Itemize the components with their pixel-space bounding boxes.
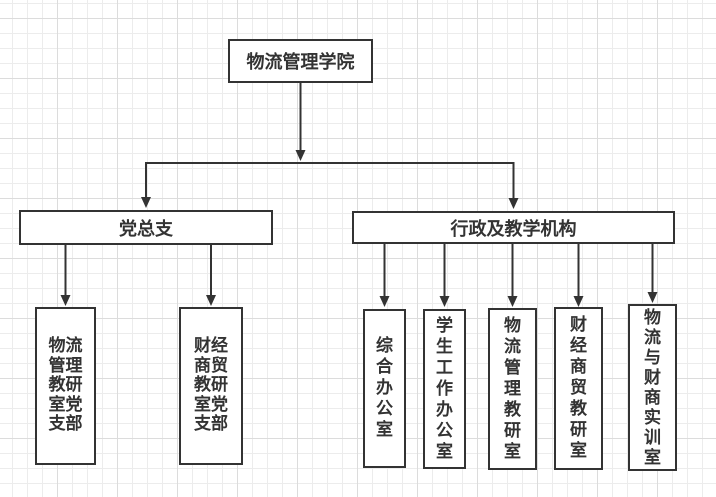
org-node-logistics-teaching-office-label: 物流管理教研室: [504, 315, 521, 462]
org-node-logistics-teaching-office[interactable]: 物流管理教研室: [488, 308, 537, 470]
connector-junction-bar: [145, 162, 515, 200]
org-node-root[interactable]: 物流管理学院: [228, 39, 373, 83]
org-node-logistics-finance-training-room-label: 物流与财商实训室: [644, 307, 661, 468]
org-node-logistics-teaching-party-branch[interactable]: 物流管理教研室党支部: [35, 307, 96, 465]
org-node-admin-teaching-label: 行政及教学机构: [450, 218, 577, 240]
org-node-party-general-branch-label: 党总支: [119, 218, 173, 240]
org-node-student-affairs-office[interactable]: 学生工作办公室: [423, 309, 466, 469]
org-node-general-office-label: 综合办公室: [376, 336, 393, 440]
org-node-root-label: 物流管理学院: [246, 52, 355, 73]
org-node-logistics-teaching-party-branch-label: 物流管理教研室党支部: [48, 336, 83, 435]
org-node-party-general-branch[interactable]: 党总支: [19, 210, 273, 245]
org-node-admin-teaching[interactable]: 行政及教学机构: [352, 211, 675, 244]
org-node-finance-commerce-teaching-office[interactable]: 财经商贸教研室: [554, 307, 603, 470]
org-node-finance-commerce-teaching-office-label: 财经商贸教研室: [570, 315, 587, 461]
org-node-finance-commerce-party-branch-label: 财经商贸教研室党支部: [194, 336, 228, 435]
org-node-general-office[interactable]: 综合办公室: [363, 309, 406, 468]
org-node-logistics-finance-training-room[interactable]: 物流与财商实训室: [628, 304, 677, 471]
org-node-student-affairs-office-label: 学生工作办公室: [436, 315, 453, 462]
org-node-finance-commerce-party-branch[interactable]: 财经商贸教研室党支部: [179, 307, 243, 465]
